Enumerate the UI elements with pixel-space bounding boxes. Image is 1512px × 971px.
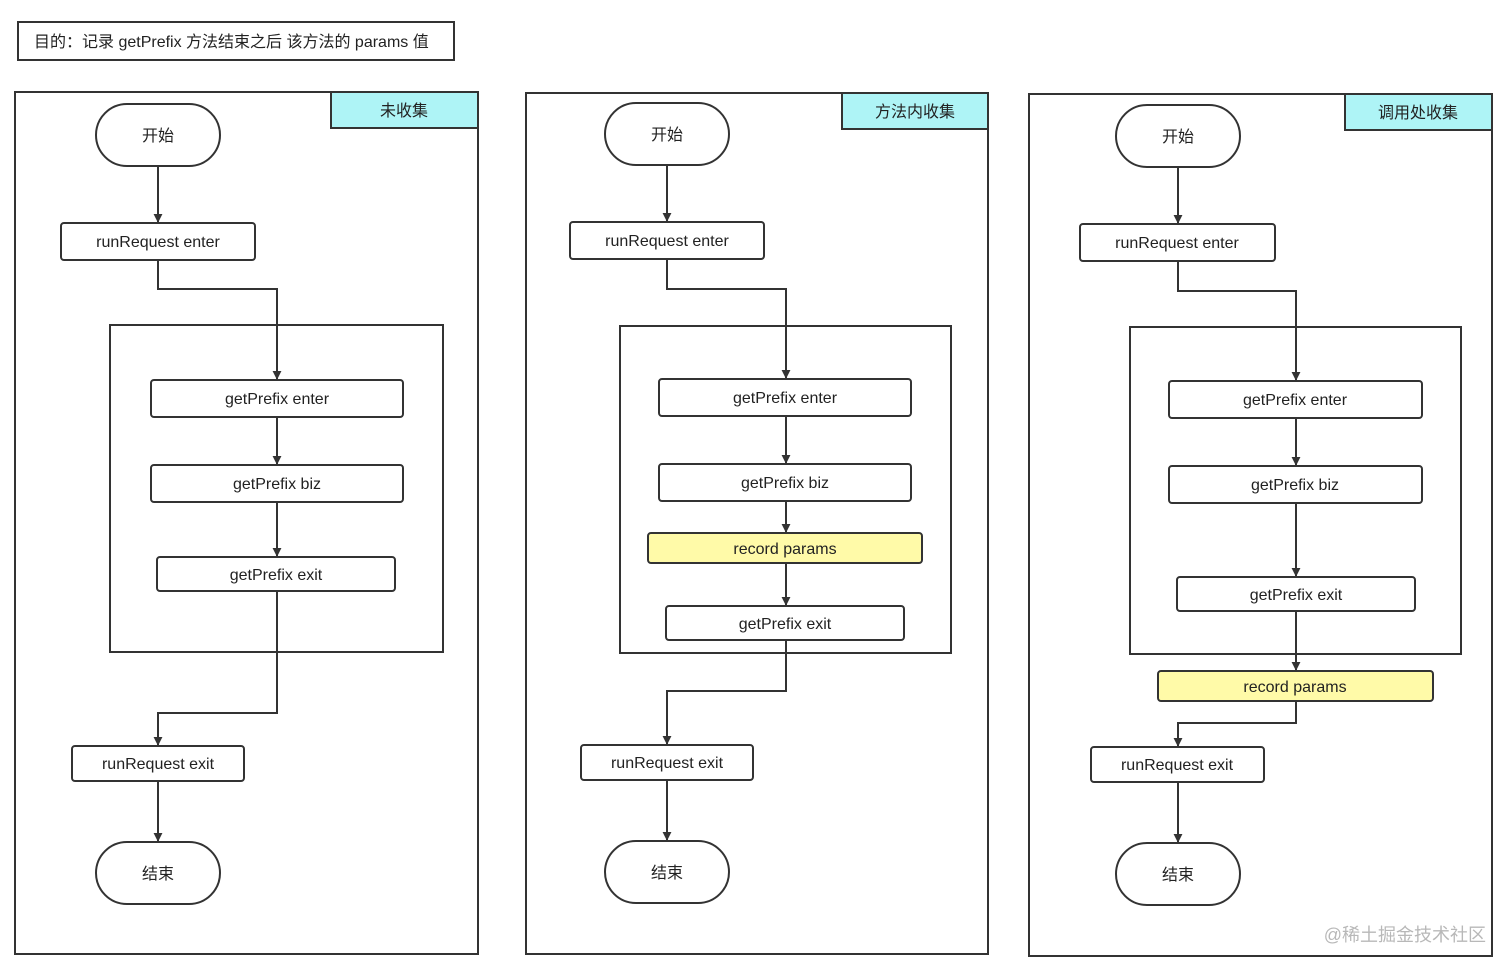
record-params-node: record params xyxy=(647,532,923,564)
svg-text:record params: record params xyxy=(1243,679,1346,696)
get-prefix-enter-node: getPrefix enter xyxy=(658,378,912,417)
connector xyxy=(157,260,282,380)
start-node: 开始 xyxy=(95,103,221,167)
panel-tag-box xyxy=(841,92,989,130)
connector xyxy=(1173,701,1297,747)
svg-text:getPrefix enter: getPrefix enter xyxy=(225,391,330,408)
get-prefix-exit-node: getPrefix exit xyxy=(665,605,905,641)
get-prefix-biz-node: getPrefix biz xyxy=(150,464,404,503)
get-prefix-enter-node: getPrefix enter xyxy=(1168,380,1423,419)
end-node: 结束 xyxy=(604,840,730,904)
get-prefix-biz-node: getPrefix biz xyxy=(1168,465,1423,504)
svg-text:getPrefix exit: getPrefix exit xyxy=(1250,587,1343,604)
watermark: @稀土掘金技术社区 xyxy=(1324,925,1486,945)
svg-text:getPrefix biz: getPrefix biz xyxy=(741,475,829,492)
panel-not-collected: 未收集 开始 runRequest enter getPrefix enter xyxy=(14,91,479,955)
svg-text:getPrefix exit: getPrefix exit xyxy=(230,567,323,584)
title-text: 目的：记录 getPrefix 方法结束之后 该方法的 params 值 xyxy=(34,33,429,51)
svg-text:runRequest exit: runRequest exit xyxy=(1121,757,1234,774)
run-request-exit-node: runRequest exit xyxy=(1090,746,1265,783)
svg-text:runRequest enter: runRequest enter xyxy=(1115,235,1239,252)
run-request-enter-node: runRequest enter xyxy=(569,221,765,260)
start-node: 开始 xyxy=(604,102,730,166)
svg-text:开始: 开始 xyxy=(651,126,683,144)
svg-text:runRequest enter: runRequest enter xyxy=(96,234,220,251)
svg-text:runRequest enter: runRequest enter xyxy=(605,233,729,250)
panel-tag-box xyxy=(1344,93,1493,131)
svg-text:结束: 结束 xyxy=(1162,866,1194,884)
title-box: 目的：记录 getPrefix 方法结束之后 该方法的 params 值 xyxy=(17,21,455,61)
end-node: 结束 xyxy=(95,841,221,905)
panel-tag-box xyxy=(330,91,479,129)
run-request-exit-node: runRequest exit xyxy=(71,745,245,782)
connector xyxy=(662,640,787,745)
run-request-enter-node: runRequest enter xyxy=(60,222,256,261)
svg-text:结束: 结束 xyxy=(651,864,683,882)
panel-tag: 调用处收集 xyxy=(1378,104,1458,122)
svg-text:开始: 开始 xyxy=(142,127,174,145)
connector xyxy=(153,591,278,746)
svg-text:结束: 结束 xyxy=(142,865,174,883)
svg-text:runRequest exit: runRequest exit xyxy=(102,756,215,773)
svg-text:runRequest exit: runRequest exit xyxy=(611,755,724,772)
end-node: 结束 xyxy=(1115,842,1241,906)
start-node: 开始 xyxy=(1115,104,1241,168)
record-params-node: record params xyxy=(1157,670,1434,702)
connector xyxy=(666,259,791,379)
svg-text:开始: 开始 xyxy=(1162,128,1194,146)
svg-text:record params: record params xyxy=(733,541,836,558)
run-request-exit-node: runRequest exit xyxy=(580,744,754,781)
connector xyxy=(1177,261,1301,381)
get-prefix-exit-node: getPrefix exit xyxy=(156,556,396,592)
run-request-enter-node: runRequest enter xyxy=(1079,223,1276,262)
panel-tag: 未收集 xyxy=(380,102,428,120)
svg-text:getPrefix exit: getPrefix exit xyxy=(739,616,832,633)
get-prefix-exit-node: getPrefix exit xyxy=(1176,576,1416,612)
panel-collect-at-call-site: 调用处收集 开始 runRequest enter getPrefix ente… xyxy=(1028,93,1493,957)
get-prefix-biz-node: getPrefix biz xyxy=(658,463,912,502)
panel-tag: 方法内收集 xyxy=(875,103,955,121)
panel-collect-in-method: 方法内收集 开始 runRequest enter getPrefix ente… xyxy=(525,92,989,955)
get-prefix-enter-node: getPrefix enter xyxy=(150,379,404,418)
svg-text:getPrefix enter: getPrefix enter xyxy=(733,390,838,407)
svg-text:getPrefix enter: getPrefix enter xyxy=(1243,392,1348,409)
svg-text:getPrefix biz: getPrefix biz xyxy=(1251,477,1339,494)
svg-text:getPrefix biz: getPrefix biz xyxy=(233,476,321,493)
